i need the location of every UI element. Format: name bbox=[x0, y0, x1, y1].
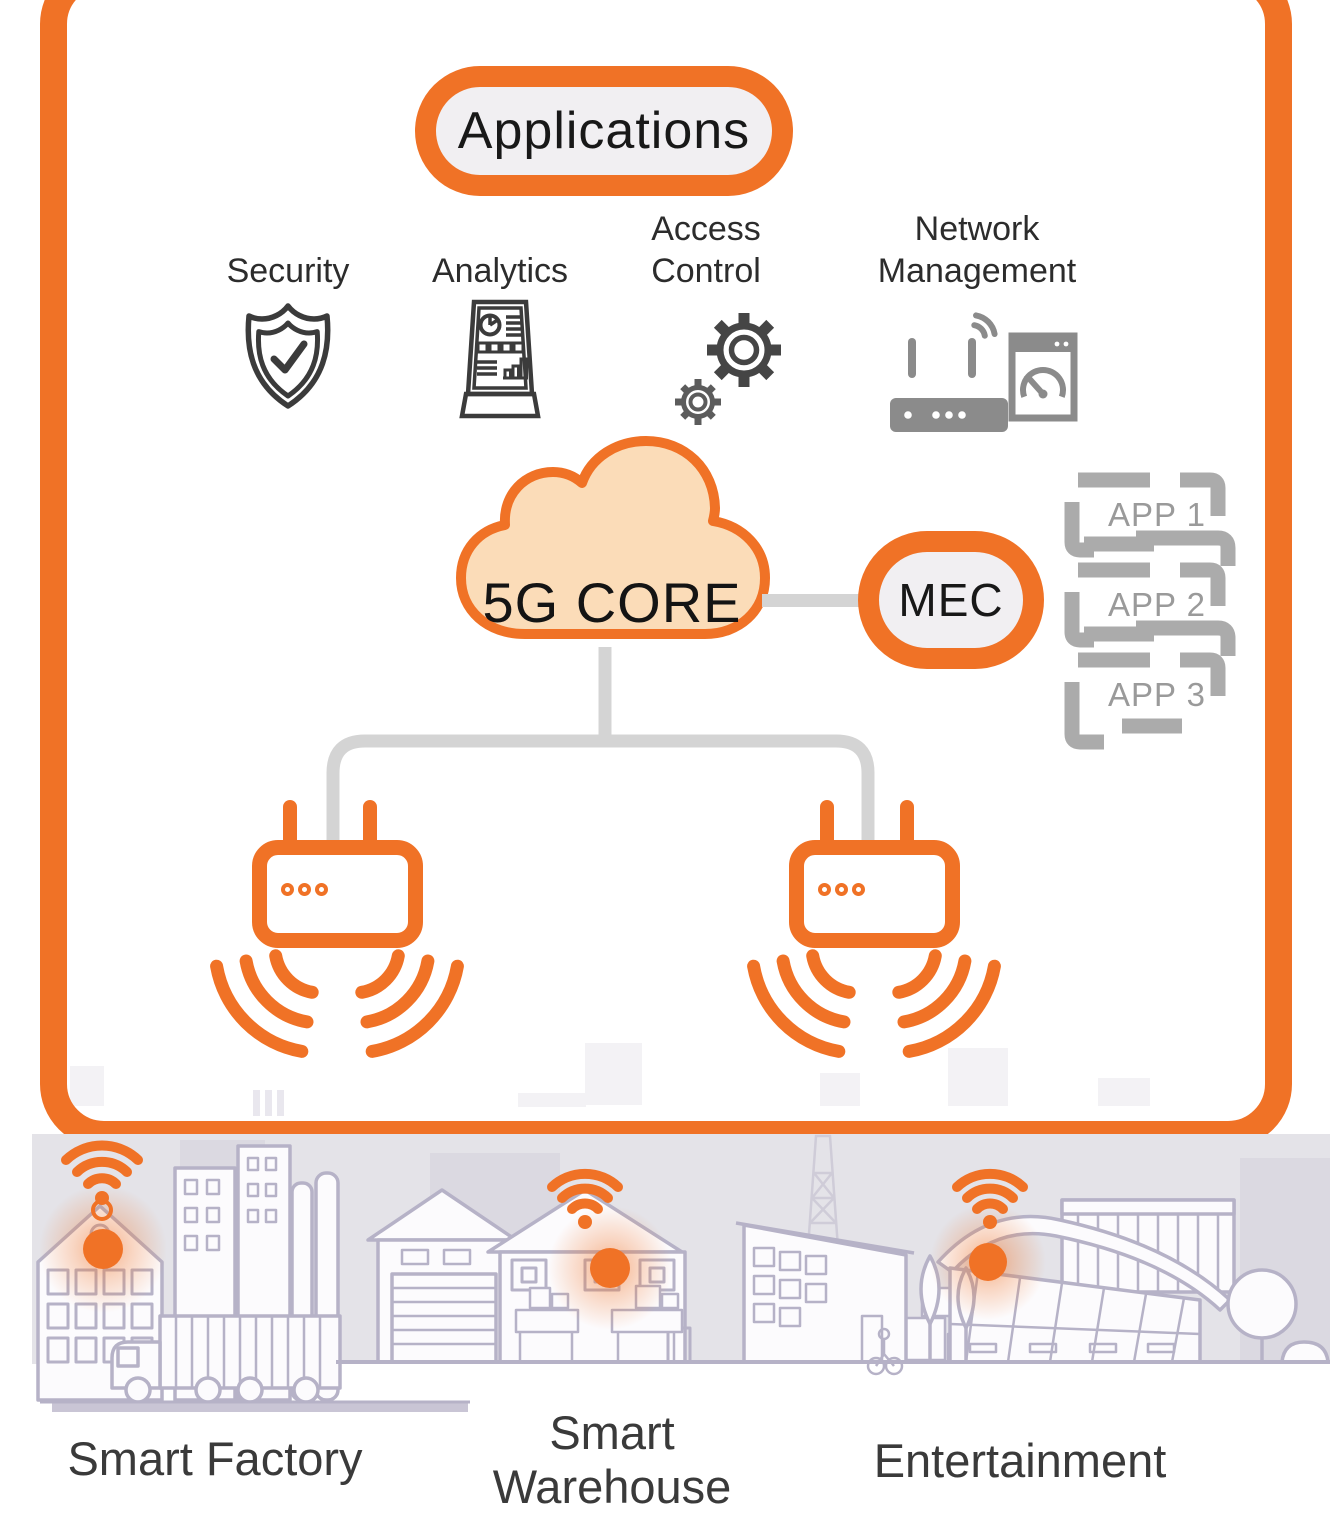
router-speedometer-icon bbox=[890, 312, 1078, 432]
app3-label: APP 3 bbox=[1108, 676, 1206, 713]
status-leds bbox=[818, 883, 945, 896]
smart-factory-label: Smart Factory bbox=[67, 1432, 363, 1485]
app1-label: APP 1 bbox=[1108, 496, 1206, 533]
faint-skyline-silhouette bbox=[820, 1073, 860, 1106]
entertainment-label: Entertainment bbox=[873, 1434, 1167, 1487]
faint-skyline-silhouette bbox=[585, 1043, 642, 1105]
shield-check-icon bbox=[245, 303, 331, 409]
faint-skyline-silhouette bbox=[518, 1093, 586, 1107]
connector-core-radios bbox=[326, 647, 875, 852]
connector-core-mec bbox=[762, 594, 862, 607]
site-glow-markers bbox=[39, 1140, 1046, 1330]
security-label: Security bbox=[226, 251, 350, 290]
wifi-waves-icon bbox=[747, 949, 1001, 1058]
network-management-label: Network Management bbox=[877, 210, 1077, 290]
antenna-icon bbox=[283, 800, 297, 852]
radio-unit-right bbox=[789, 840, 960, 948]
app2-label: APP 2 bbox=[1108, 586, 1206, 623]
antenna-icon bbox=[900, 800, 914, 852]
cityscape-illustration bbox=[32, 1134, 1330, 1412]
radio-unit-left bbox=[252, 840, 423, 948]
wifi-waves-icon bbox=[210, 949, 464, 1058]
faint-skyline-silhouette bbox=[1098, 1078, 1150, 1106]
analytics-label: Analytics bbox=[431, 251, 569, 290]
applications-pill: Applications bbox=[415, 66, 793, 196]
antenna-icon bbox=[363, 800, 377, 852]
mec-label: MEC bbox=[898, 574, 1004, 626]
gears-icon bbox=[675, 313, 781, 425]
faint-window-bars bbox=[253, 1090, 287, 1116]
core-label: 5G CORE bbox=[482, 571, 742, 634]
faint-skyline-silhouette bbox=[948, 1048, 1008, 1106]
cloud-5g-core bbox=[456, 436, 770, 639]
dashboard-kiosk-icon bbox=[459, 299, 541, 419]
applications-title: Applications bbox=[457, 102, 751, 160]
app-brackets-graphic bbox=[1064, 472, 1236, 750]
antenna-icon bbox=[820, 800, 834, 852]
access-control-label: Access Control bbox=[651, 210, 761, 290]
status-leds bbox=[281, 883, 408, 896]
smart-warehouse-label: Smart Warehouse bbox=[492, 1406, 732, 1513]
mec-pill: MEC bbox=[858, 531, 1044, 669]
